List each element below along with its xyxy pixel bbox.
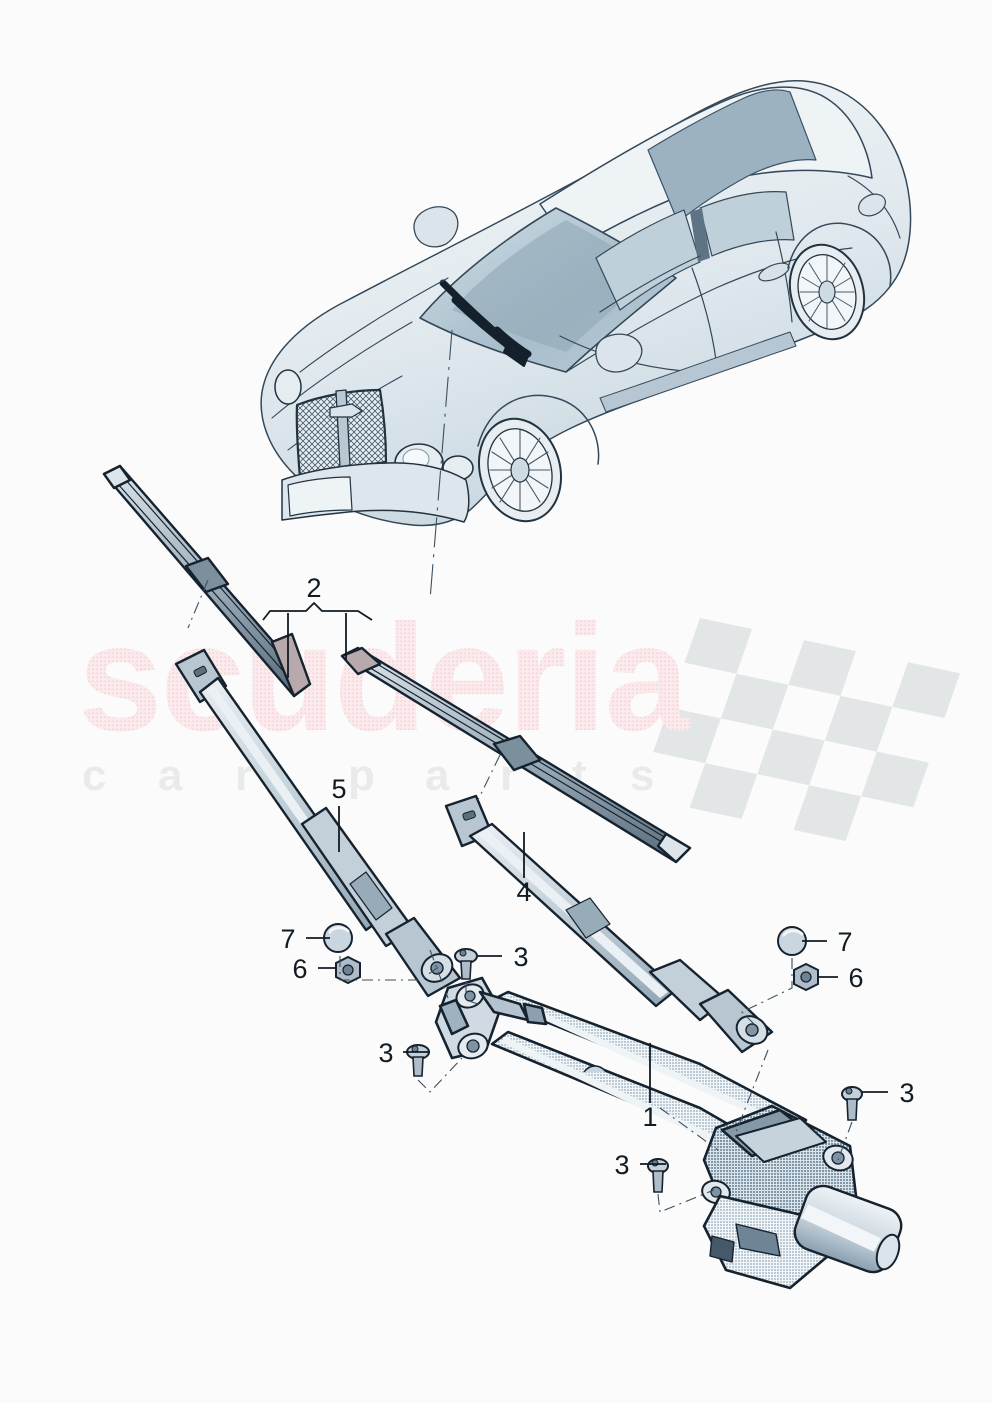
callout-label: 5 — [331, 774, 346, 804]
motor-connector-plug — [709, 1235, 735, 1263]
callout-label: 6 — [292, 954, 307, 984]
callout-1[interactable]: 1 — [642, 1043, 658, 1132]
blade-to-arm-leaders — [187, 579, 501, 801]
leader-arm5-pivot — [429, 949, 449, 999]
part-3-bolt-a — [454, 948, 478, 980]
motor-bracket-eye-left-hole — [710, 1186, 722, 1198]
motor-gearbox-detail — [735, 1223, 781, 1257]
blade-lower-tip — [340, 646, 382, 676]
leader-bolt3-c — [837, 1121, 853, 1161]
callout-7-left[interactable]: 7 — [280, 924, 330, 954]
car-wheel-front — [477, 417, 563, 523]
car-side-glass-front — [595, 209, 701, 311]
part-6-hex-nut-right — [793, 962, 819, 992]
car-b-pillar — [690, 208, 710, 262]
watermark-checkered-flag — [653, 618, 960, 841]
leader-bolt3-b — [417, 1057, 463, 1093]
part-1-wiper-linkage-assembly — [434, 976, 903, 1290]
callout-3-a[interactable]: 3 — [478, 942, 529, 972]
callout-3-c[interactable]: 3 — [862, 1078, 915, 1108]
part-7-spindle-cap-left — [323, 923, 353, 953]
wm-letter: r — [235, 751, 252, 800]
vehicle-to-parts-leader — [429, 329, 453, 601]
car-tail-lamp — [858, 193, 886, 217]
callout-layer: 1 2 3 3 3 3 4 — [262, 573, 915, 1180]
car-mirror-right — [595, 333, 643, 373]
callout-label: 2 — [306, 573, 321, 603]
linkage-rod-stop-tab — [583, 1065, 607, 1073]
car-rocker-shadow — [599, 331, 797, 413]
linkage-left-spindle — [438, 998, 470, 1036]
part-4-wiper-arm-right — [444, 794, 774, 1054]
callout-label: 1 — [642, 1102, 657, 1132]
callout-label: 3 — [513, 942, 528, 972]
arm4-hook-slot — [462, 810, 476, 821]
linkage-ball-joint — [522, 1002, 548, 1026]
car-wheel-arch-rear — [787, 222, 892, 287]
leader-arm4-pivot — [735, 1049, 769, 1133]
blade-lower-end-cap — [656, 832, 692, 864]
blade-upper-end-cap — [102, 464, 132, 490]
part-5-wiper-arm-left — [174, 648, 462, 998]
car-roof-stripe — [647, 89, 817, 223]
arm5-hook-slot — [193, 665, 207, 678]
car-badge-winged-b — [329, 403, 363, 418]
linkage-left-bearing-upper-hole — [464, 990, 476, 1002]
car-mirror-left — [413, 206, 459, 248]
arm5-spring-slot — [349, 871, 393, 921]
motor-bracket-eye-right-hole — [831, 1151, 845, 1165]
blade-lower-connector — [492, 734, 542, 772]
leader-bolt3-d — [657, 1189, 715, 1213]
car-headlamp-far-left — [274, 369, 302, 405]
wm-letter: a — [158, 751, 183, 800]
leader-cap7-left — [339, 956, 441, 981]
car-side-glass-rear — [699, 191, 795, 257]
callout-4[interactable]: 4 — [516, 832, 532, 907]
wm-letter: a — [425, 751, 450, 800]
callout-label: 3 — [614, 1150, 629, 1180]
wm-letter: p — [348, 751, 375, 800]
arm4-joint-collar — [565, 897, 611, 939]
blade-upper-tip — [270, 632, 312, 698]
callout-label: 7 — [280, 924, 295, 954]
watermark-brand-secondary: c a r p a r t s — [82, 751, 654, 800]
callout-label: 3 — [378, 1038, 393, 1068]
wm-letter: c — [82, 751, 106, 800]
part-6-hex-nut-left — [335, 955, 361, 985]
linkage-rod-highlight-upper — [500, 996, 796, 1132]
wiper-motor-assembly — [701, 1104, 903, 1290]
part-3-bolt-c — [841, 1086, 863, 1121]
callout-6-left[interactable]: 6 — [292, 954, 336, 984]
motor-can-endcap — [875, 1233, 901, 1271]
callout-label: 6 — [848, 963, 863, 993]
vehicle-illustration — [260, 80, 912, 527]
callout-3-b[interactable]: 3 — [378, 1038, 430, 1068]
callout-label: 7 — [837, 927, 852, 957]
callout-7-right[interactable]: 7 — [802, 927, 853, 957]
wm-letter: s — [630, 751, 654, 800]
callout-5[interactable]: 5 — [331, 774, 347, 852]
callout-label: 4 — [516, 877, 531, 907]
car-wheel-arch-front — [477, 394, 600, 465]
callout-3-d[interactable]: 3 — [614, 1150, 666, 1180]
callout-label: 3 — [899, 1078, 914, 1108]
motor-bracket-link — [735, 1117, 827, 1163]
callout-6-right[interactable]: 6 — [818, 963, 864, 993]
part-2-wiper-blade-lower — [340, 646, 692, 864]
leader-cap7-right — [741, 958, 793, 1027]
callout-2[interactable]: 2 — [262, 573, 373, 678]
assembly-dash-leaders — [339, 949, 853, 1213]
part-7-spindle-cap-right — [777, 926, 807, 956]
motor-can-highlight — [800, 1204, 882, 1252]
blade-upper-connector — [184, 556, 230, 594]
linkage-left-bearing-lower-hole — [466, 1039, 480, 1053]
car-number-plate — [287, 476, 353, 517]
car-wiper-pivot — [503, 339, 529, 367]
car-wheel-rear — [788, 243, 866, 341]
arm4-pivot-hole — [745, 1023, 759, 1037]
leader-bolt3-a — [465, 982, 479, 1005]
